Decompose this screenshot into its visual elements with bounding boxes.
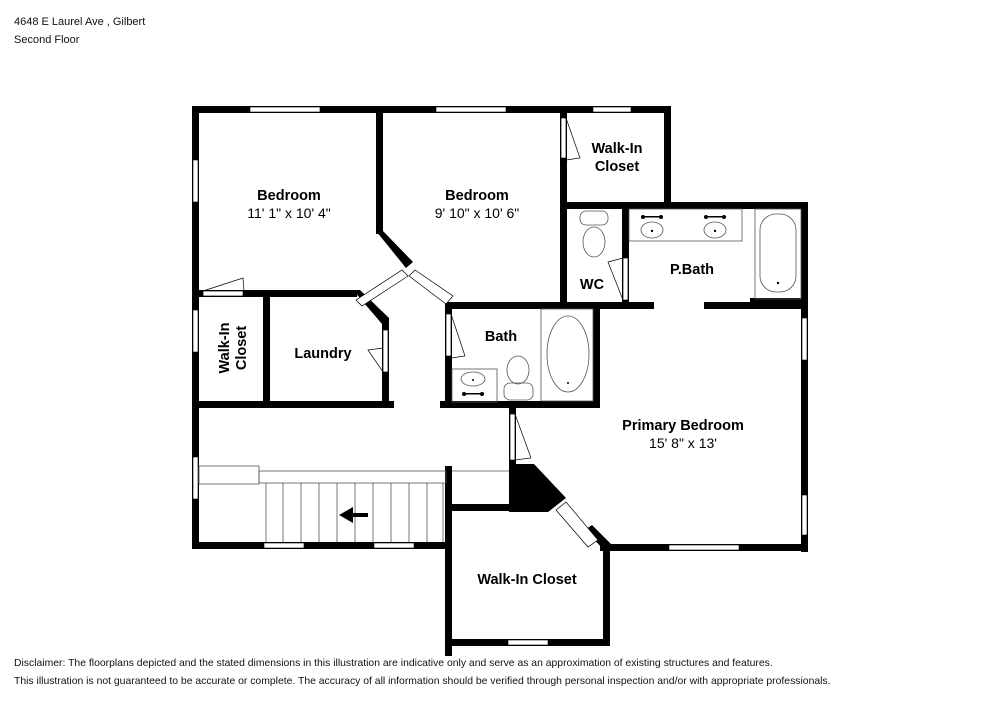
laundry-label: Laundry bbox=[294, 346, 351, 362]
walkin-left-label-1: Walk-In bbox=[217, 322, 233, 373]
primary-bedroom-label: Primary Bedroom bbox=[622, 418, 744, 434]
wc-label: WC bbox=[580, 277, 605, 293]
walkin-left-label-2: Closet bbox=[234, 326, 250, 370]
bath-label: Bath bbox=[485, 329, 517, 345]
floor-label: Second Floor bbox=[14, 34, 80, 46]
walkin-top-label-2: Closet bbox=[595, 159, 639, 175]
walkin-left-label: Walk-In Closet bbox=[217, 322, 250, 373]
fixtures bbox=[198, 208, 802, 542]
bedroom2-dims: 9' 10" x 10' 6" bbox=[435, 205, 520, 221]
property-address: 4648 E Laurel Ave , Gilbert bbox=[14, 16, 146, 28]
walkin-top-label-1: Walk-In bbox=[591, 141, 642, 157]
disclaimer-line-2: This illustration is not guaranteed to b… bbox=[14, 676, 831, 687]
bedroom1-label: Bedroom bbox=[257, 188, 321, 204]
pbath-label: P.Bath bbox=[670, 262, 714, 278]
fixture-details bbox=[462, 215, 780, 396]
stair-direction-arrow-icon bbox=[339, 507, 368, 523]
walkin-bottom-label: Walk-In Closet bbox=[477, 572, 577, 588]
disclaimer-line-1: Disclaimer: The floorplans depicted and … bbox=[14, 658, 773, 669]
primary-bedroom-dims: 15' 8" x 13' bbox=[649, 435, 717, 451]
windows bbox=[192, 106, 808, 646]
bedroom2-label: Bedroom bbox=[445, 188, 509, 204]
doors bbox=[202, 117, 629, 548]
bedroom1-dims: 11' 1" x 10' 4" bbox=[247, 205, 331, 221]
